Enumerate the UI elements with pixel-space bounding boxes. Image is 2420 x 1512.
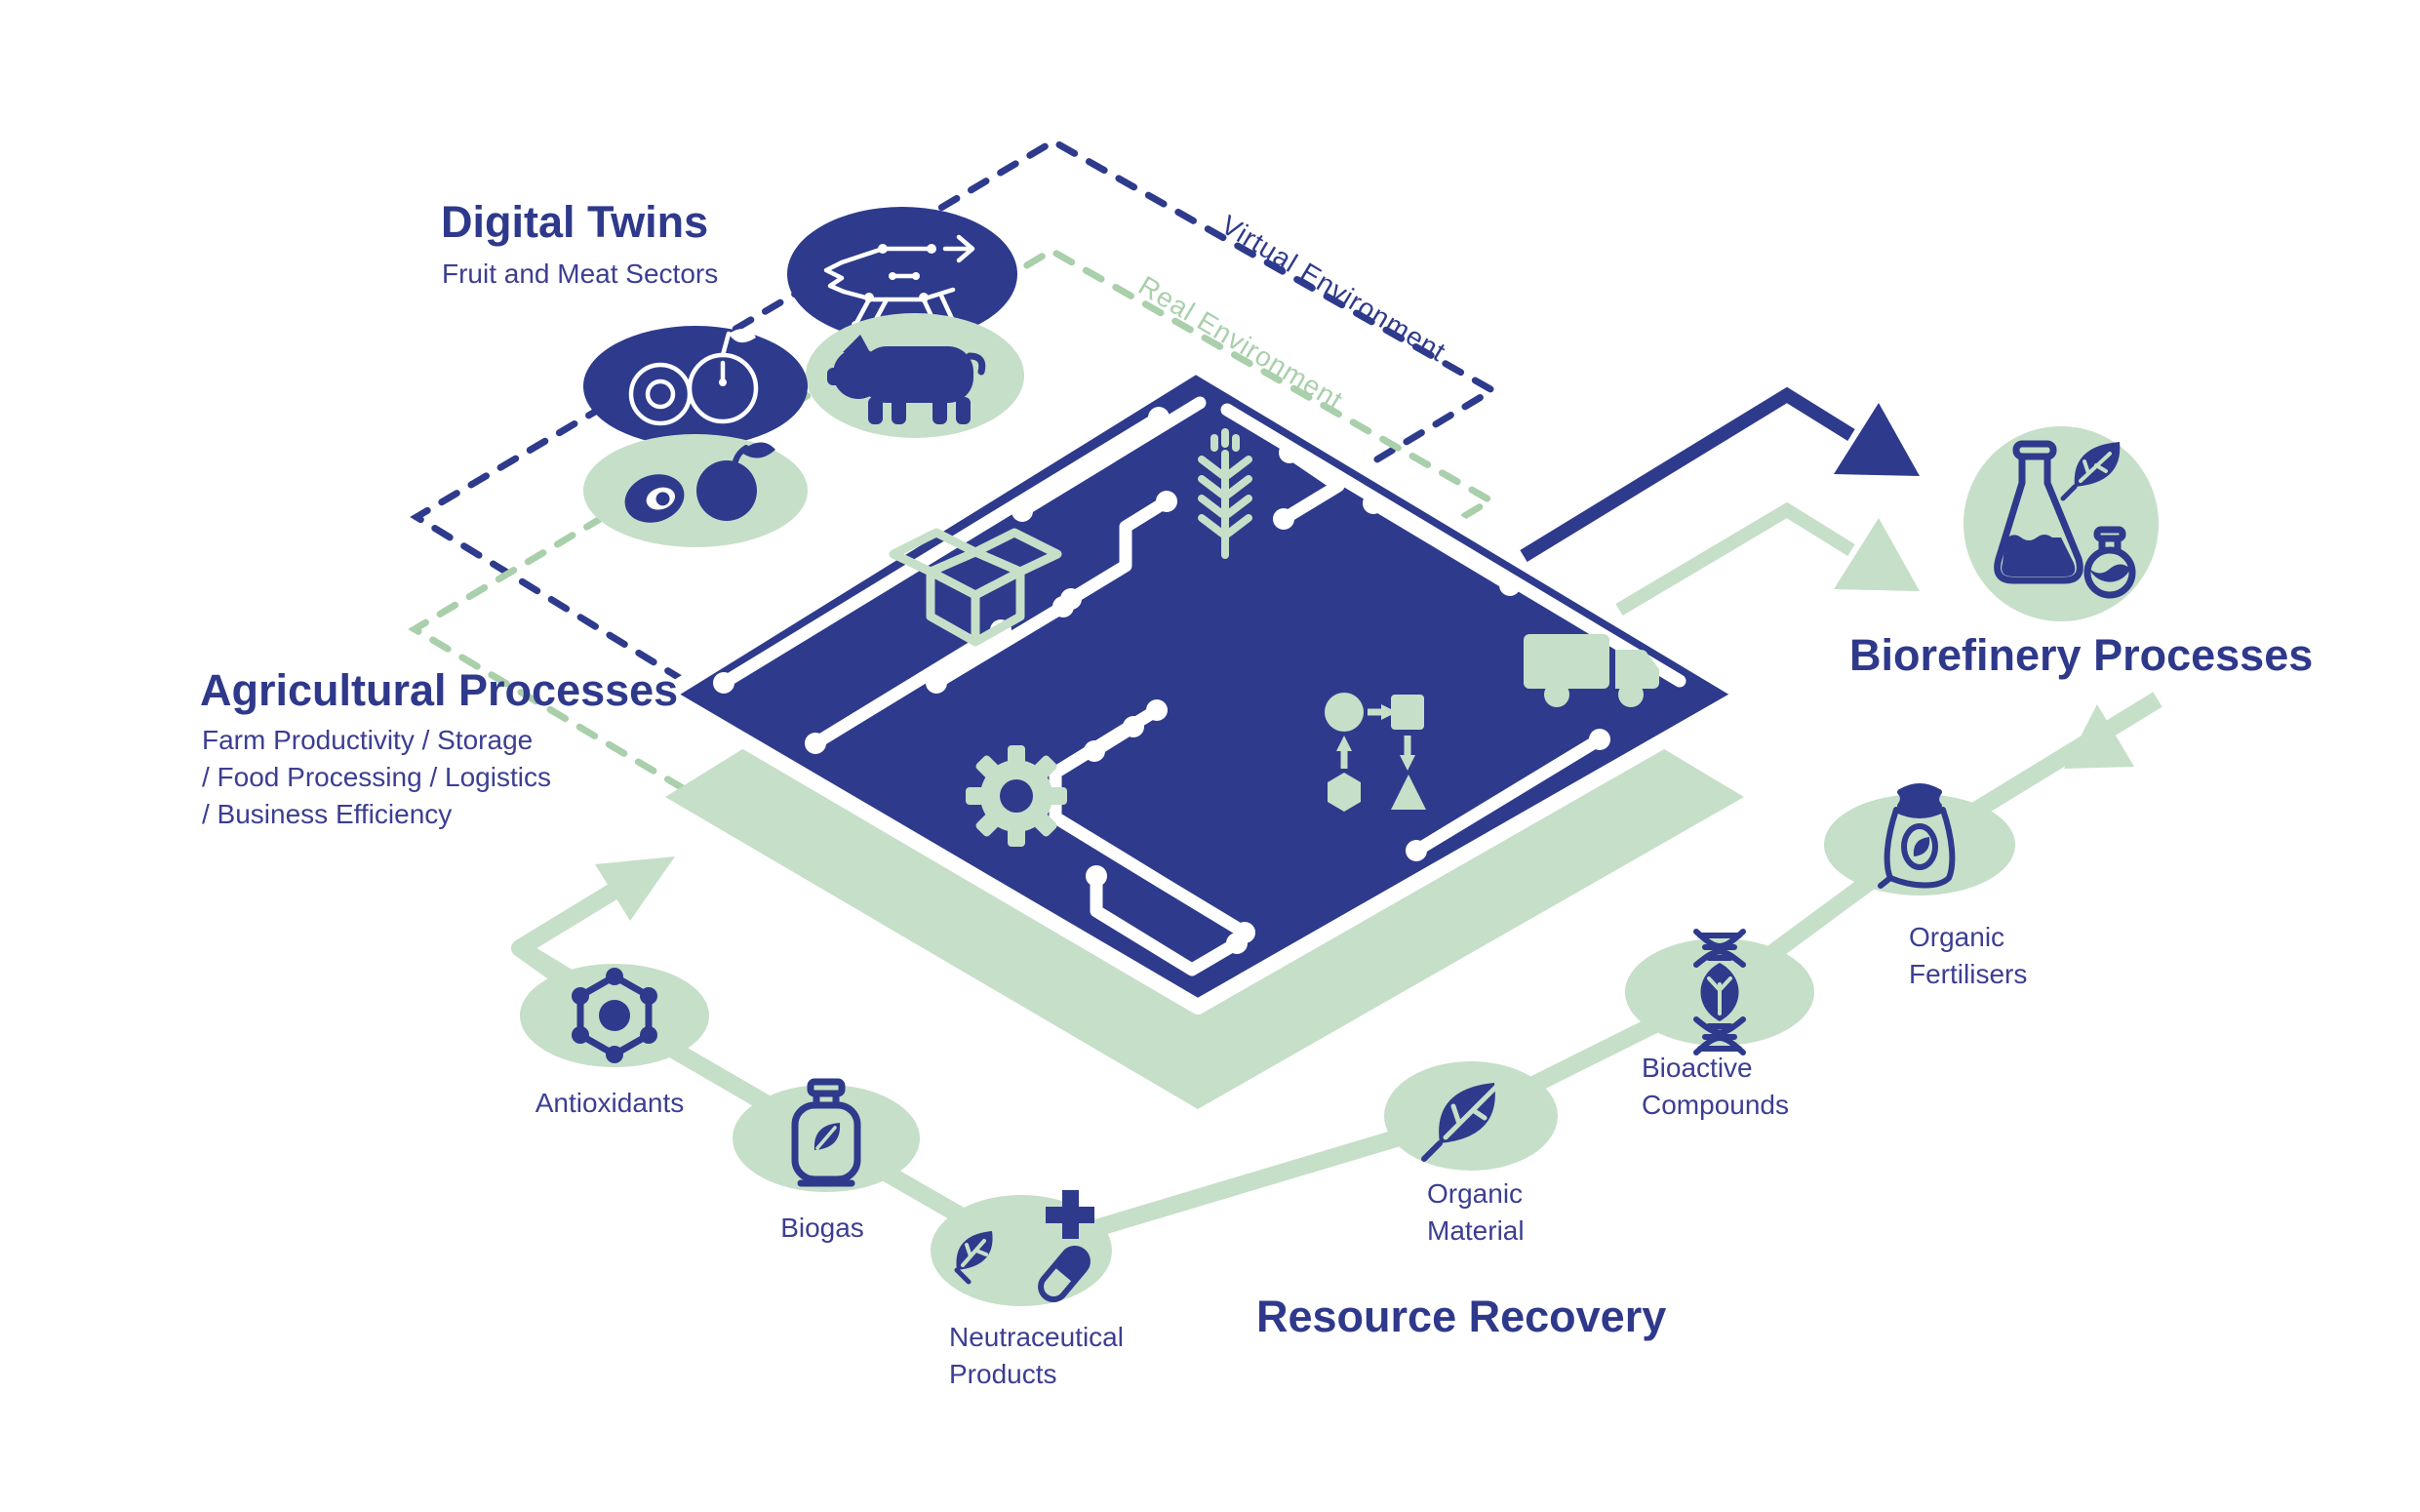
node-label-neutraceutical: Neutraceutical Products — [949, 1322, 1124, 1389]
real-environment-outline — [408, 246, 1497, 792]
circuit-fruit-ellipse — [583, 326, 808, 447]
real-pig-icon — [827, 335, 986, 424]
circuit-fruit-icon — [628, 328, 759, 426]
node-label-fertilisers: Organic Fertilisers — [1909, 922, 2028, 989]
resource-recovery-title: Resource Recovery — [1256, 1292, 1667, 1341]
chain-to-board-arrowhead — [595, 856, 675, 921]
flowchart-icon — [1325, 693, 1426, 812]
node-label-bioactive: Bioactive Compounds — [1642, 1053, 1789, 1120]
circuit-traces — [717, 396, 1686, 976]
dna-icon — [1693, 929, 1746, 1055]
biorefinery-to-chain-arrowhead — [2064, 704, 2134, 769]
node-label-antioxidants: Antioxidants — [535, 1088, 685, 1118]
gear-icon — [966, 745, 1067, 847]
agricultural-subtitle: Farm Productivity / Storage / Food Proce… — [202, 725, 551, 829]
truck-icon — [1524, 634, 1659, 707]
gas-cylinder-icon — [791, 1078, 861, 1187]
virtual-output-arrow — [1520, 386, 1920, 562]
real-output-arrow — [1615, 501, 1920, 617]
circuit-trace-pads — [713, 407, 1610, 954]
fertiliser-bag-icon — [1878, 783, 1956, 889]
node-label-biogas: Biogas — [780, 1213, 864, 1243]
molecule-icon — [572, 968, 657, 1063]
circuit-pig-icon — [823, 234, 975, 329]
open-box-icon — [889, 528, 1062, 647]
virtual-environment-outline — [410, 137, 1499, 684]
agricultural-title: Agricultural Processes — [200, 665, 679, 715]
biorefinery-title: Biorefinery Processes — [1849, 630, 2314, 680]
flasks-leaf-icon — [1994, 440, 2136, 599]
circuit-board — [657, 358, 1752, 1015]
real-fruit-icon — [624, 442, 775, 523]
leaf-icon — [1421, 1082, 1501, 1162]
wheat-icon — [1198, 428, 1252, 559]
digital-twins-subtitle: Fruit and Meat Sectors — [442, 259, 719, 289]
digital-twins-title: Digital Twins — [441, 197, 709, 247]
real-fruit-ellipse — [583, 434, 808, 547]
leaf-capsule-icon — [954, 1190, 1094, 1303]
node-label-organic-material: Organic Material — [1427, 1178, 1525, 1246]
